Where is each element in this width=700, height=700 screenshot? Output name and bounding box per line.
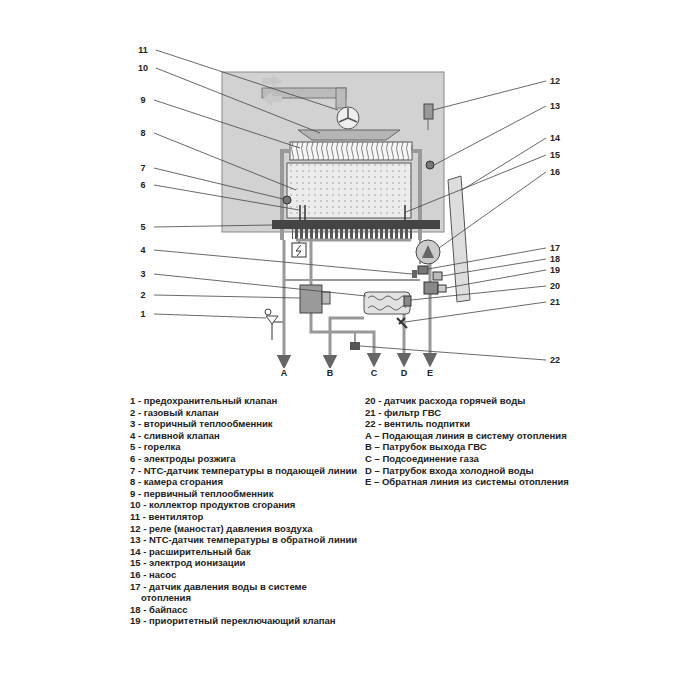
legend-entry: A – Подающая линия в систему отопления bbox=[365, 430, 590, 442]
callout-number: 6 bbox=[139, 180, 146, 190]
filter bbox=[397, 318, 407, 328]
flow-sensor bbox=[404, 296, 411, 306]
callout-number: 12 bbox=[549, 76, 561, 86]
callout-number: 2 bbox=[139, 290, 146, 300]
legend-entry: 6 - электроды розжига bbox=[130, 453, 358, 465]
heating-return-pipe bbox=[429, 264, 432, 360]
relief-pipe bbox=[272, 322, 284, 340]
callout-number: B bbox=[326, 368, 335, 378]
legend-entry: 3 - вторичный теплообменник bbox=[130, 418, 358, 430]
callout-number: 16 bbox=[549, 167, 561, 177]
callout-number: 1 bbox=[139, 309, 146, 319]
legend-entry: 21 - фильтр ГВС bbox=[365, 407, 590, 419]
callout-number: 8 bbox=[139, 128, 146, 138]
callout-number: C bbox=[370, 368, 379, 378]
callout-number: A bbox=[280, 368, 289, 378]
callout-number: 4 bbox=[139, 245, 146, 255]
drain-valve bbox=[412, 270, 417, 278]
legend-entry: 5 - горелка bbox=[130, 441, 358, 453]
pump bbox=[416, 240, 440, 264]
ionization-electrode bbox=[404, 205, 406, 222]
legend-entry: 7 - NTC-датчик температуры в подающей ли… bbox=[130, 465, 358, 477]
callout-number: 3 bbox=[139, 269, 146, 279]
ignition-electrode bbox=[299, 205, 301, 222]
callout-number: 14 bbox=[549, 133, 561, 143]
legend-entry: 13 - NTC-датчик температуры в обратной л… bbox=[130, 534, 358, 546]
gas-pipe bbox=[296, 240, 411, 285]
legend-entry: 20 - датчик расхода горячей воды bbox=[365, 395, 590, 407]
legend-entry: 11 - вентилятор bbox=[130, 511, 358, 523]
fill-valve bbox=[350, 342, 360, 350]
legend-entry: 10 - коллектор продуктов сгорания bbox=[130, 499, 358, 511]
flue-pipe bbox=[336, 88, 346, 108]
secondary-heat-exchanger bbox=[364, 292, 410, 314]
callout-number: 9 bbox=[139, 95, 146, 105]
callout-number: 18 bbox=[549, 254, 561, 264]
callout-number: E bbox=[426, 368, 434, 378]
valve-motor bbox=[438, 285, 446, 292]
air-pressure-switch bbox=[424, 104, 433, 119]
legend-entry: 18 - байпасс bbox=[130, 604, 358, 616]
callout-number: 15 bbox=[549, 150, 561, 160]
legend-entry: E – Обратная линия из системы отопления bbox=[365, 476, 590, 488]
bypass-pipe bbox=[284, 240, 420, 280]
gas-valve-coil bbox=[322, 292, 330, 304]
heating-supply-pipe bbox=[283, 240, 286, 362]
legend-entry: 16 - насос bbox=[130, 569, 358, 581]
legend-entry: C – Подсоединение газа bbox=[365, 453, 590, 465]
legend-entry: 2 - газовый клапан bbox=[130, 407, 358, 419]
legend-entry: 22 - вентиль подпитки bbox=[365, 418, 590, 430]
callout-number: 17 bbox=[549, 243, 561, 253]
callout-number: 13 bbox=[549, 101, 561, 111]
callout-number: 11 bbox=[137, 45, 149, 55]
callout-number: 7 bbox=[139, 163, 146, 173]
switch-tube bbox=[428, 119, 429, 130]
primary-heat-exchanger bbox=[290, 142, 412, 160]
pressure-sensor bbox=[418, 266, 428, 274]
primary-heat-exchanger bbox=[290, 142, 412, 160]
ntc-sensor bbox=[426, 161, 434, 169]
safety-valve bbox=[266, 316, 278, 324]
legend-entry: B – Патрубок выхода ГВС bbox=[365, 441, 590, 453]
legend-entry: D – Патрубок входа холодной воды bbox=[365, 465, 590, 477]
legend-entry: 17 - датчик давления воды в системе отоп… bbox=[130, 581, 358, 604]
burner-ramps bbox=[292, 229, 412, 239]
legend-entry: 19 - приоритетный переключающий клапан bbox=[130, 615, 358, 627]
housing bbox=[222, 72, 444, 232]
legend-entry: 9 - первичный теплообменник bbox=[130, 488, 358, 500]
legend-entry: 15 - электрод ионизации bbox=[130, 557, 358, 569]
burner bbox=[272, 220, 440, 229]
air-arrow bbox=[262, 92, 282, 106]
safety-valve-knob bbox=[265, 309, 271, 315]
pump-symbol bbox=[422, 245, 434, 258]
callout-number: D bbox=[400, 368, 409, 378]
priority-valve bbox=[424, 282, 438, 294]
leader-lines bbox=[154, 50, 546, 360]
callout-number: 22 bbox=[549, 355, 561, 365]
coil bbox=[368, 296, 406, 310]
legend-entry: 8 - камера сгорания bbox=[130, 476, 358, 488]
ignition-unit bbox=[292, 243, 306, 257]
ignition-electrode bbox=[304, 205, 306, 222]
callout-number: 5 bbox=[139, 222, 146, 232]
callout-number: 10 bbox=[137, 63, 149, 73]
spark-symbol bbox=[296, 245, 301, 256]
gas-inlet-pipe bbox=[311, 313, 374, 360]
legend-entry: 4 - сливной клапан bbox=[130, 430, 358, 442]
callout-number: 19 bbox=[549, 265, 561, 275]
legend-entry: 14 - расширительный бак bbox=[130, 546, 358, 558]
fan-blades bbox=[339, 108, 357, 122]
fan bbox=[337, 107, 359, 129]
callout-number: 21 bbox=[549, 297, 561, 307]
dhw-outlet-pipe bbox=[330, 318, 364, 362]
bypass bbox=[433, 272, 442, 280]
callout-number: 20 bbox=[549, 281, 561, 291]
legend-entry: 1 - предохранительный клапан bbox=[130, 395, 358, 407]
legend-entry: 12 - реле (маностат) давления воздуха bbox=[130, 523, 358, 535]
ntc-sensor bbox=[283, 196, 291, 204]
flue-collector bbox=[298, 130, 400, 140]
